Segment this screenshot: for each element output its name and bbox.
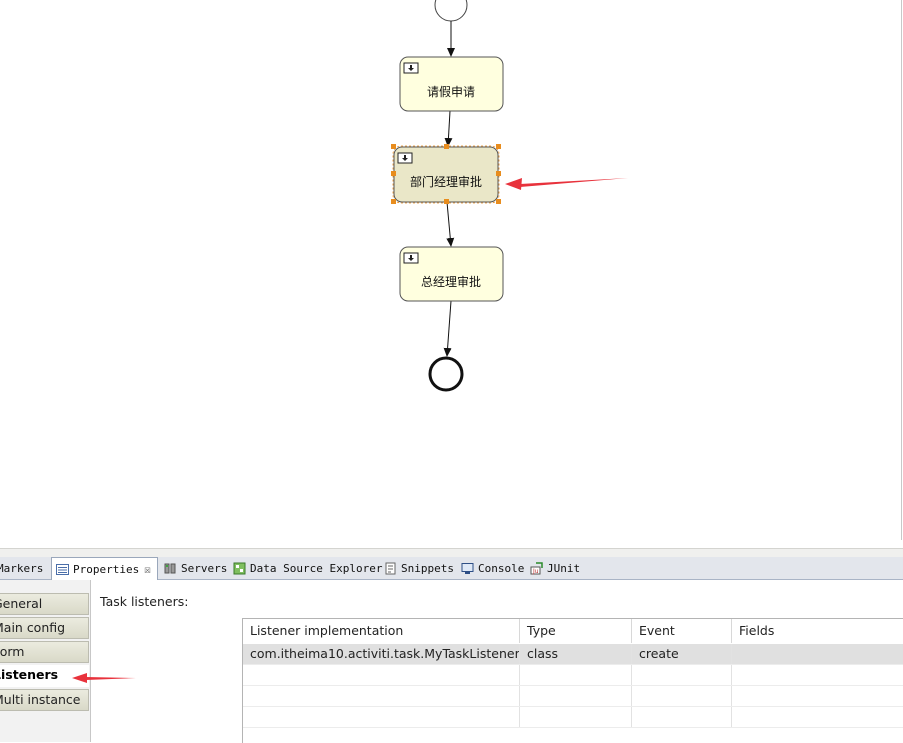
properties-icon [56,563,69,576]
table-cell: class [520,644,632,664]
process-diagram: 请假申请 部门经理审批 [391,0,628,392]
task-label: 请假申请 [427,85,475,99]
table-cell: create [632,644,732,664]
tab-markers[interactable]: Markers [0,557,43,579]
tab-label: Snippets [401,561,454,575]
table-row[interactable]: com.itheima10.activiti.task.MyTaskListen… [243,644,903,665]
annotation-arrow [72,673,136,683]
column-header[interactable]: Type [520,619,632,643]
side-tab-main-config[interactable]: Main config [0,617,89,639]
diagram-canvas[interactable]: 请假申请 部门经理审批 [0,0,903,548]
tab-label: Markers [0,561,44,575]
canvas-border [901,0,902,540]
task-listeners-title: Task listeners: [100,594,189,609]
task-label: 部门经理审批 [410,174,482,189]
user-task-selected[interactable]: 部门经理审批 [391,144,501,204]
data-source-explorer-icon [233,562,246,575]
tab-label: Data Source Explorer [250,561,383,575]
column-header[interactable]: Event [632,619,732,643]
tab-label: Servers [181,561,228,575]
tab-junit[interactable]: Ju JUnit [530,557,580,579]
table-row-empty[interactable] [243,707,903,728]
view-tab-bar: Markers Properties ☒ Servers Data Source… [0,557,903,581]
sequence-flow[interactable] [443,300,452,357]
side-tab-general[interactable]: General [0,593,89,615]
user-task-icon [403,252,419,264]
start-event[interactable] [434,0,468,22]
side-tab-multi-instance[interactable]: Multi instance [0,689,89,711]
annotation-arrow [505,178,628,190]
end-event[interactable] [428,356,464,392]
side-tab-listeners[interactable]: Listeners [0,665,89,687]
tab-console[interactable]: Console [461,557,524,579]
tab-data-source-explorer[interactable]: Data Source Explorer [233,557,382,579]
selection-handles[interactable] [391,144,501,204]
tab-label: Console [478,561,525,575]
properties-view: General Main config Form Listeners Multi… [0,580,903,743]
table-cell: com.itheima10.activiti.task.MyTaskListen… [243,644,520,664]
close-icon[interactable]: ☒ [144,563,151,576]
tab-properties[interactable]: Properties ☒ [51,557,158,581]
side-tab-form[interactable]: Form [0,641,89,663]
table-row-empty[interactable] [243,665,903,686]
user-task[interactable]: 请假申请 [399,56,504,112]
table-cell [732,644,903,664]
servers-icon [164,562,177,575]
svg-text:Ju: Ju [532,568,539,575]
column-header[interactable]: Fields [739,623,775,638]
tab-servers[interactable]: Servers [164,557,227,579]
user-task[interactable]: 总经理审批 [399,246,504,302]
tab-label: JUnit [547,561,581,575]
snippets-icon [384,562,397,575]
tab-label: Properties [73,563,140,576]
table-row-empty[interactable] [243,686,903,707]
tab-snippets[interactable]: Snippets [384,557,454,579]
listeners-table[interactable]: Listener implementation Type Event Field… [242,618,903,743]
view-splitter[interactable] [0,548,903,558]
sequence-flow[interactable] [444,110,453,147]
sequence-flow[interactable] [446,201,455,247]
user-task-icon [403,62,419,74]
column-header[interactable]: Listener implementation [243,619,520,643]
user-task-icon [397,152,413,164]
property-side-tabs: General Main config Form Listeners Multi… [0,580,91,742]
junit-icon: Ju [530,561,543,575]
task-label: 总经理审批 [421,274,481,289]
console-icon [461,562,474,575]
